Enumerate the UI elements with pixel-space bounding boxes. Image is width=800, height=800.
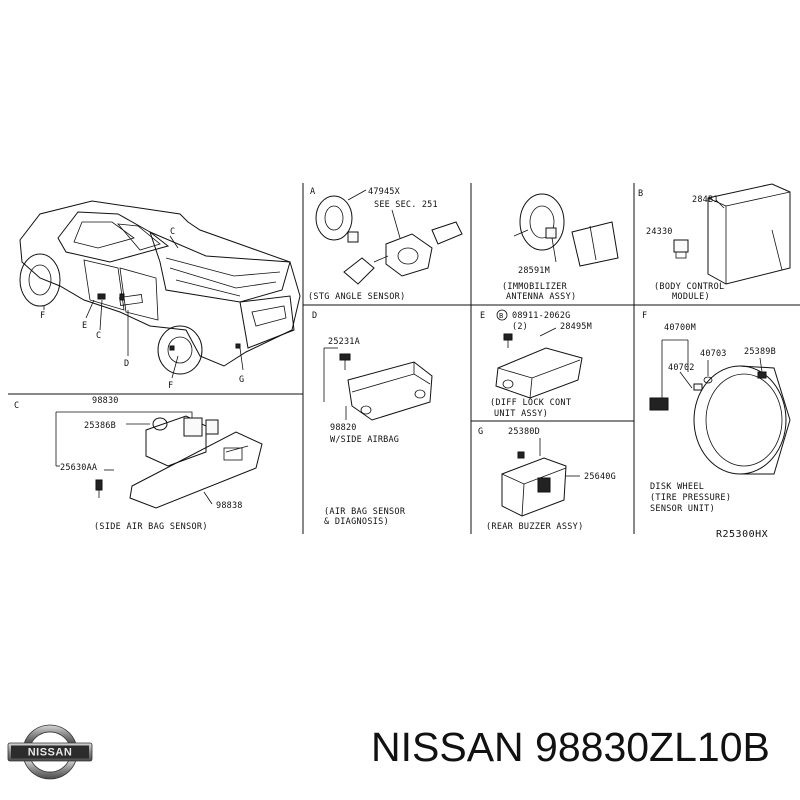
vehicle-overview: C F E C D F G — [19, 200, 301, 391]
panel-f-letter: F — [642, 311, 647, 321]
panel-e-quantity: (2) — [512, 322, 528, 332]
panel-f-leader-lines — [661, 339, 763, 404]
panel-g-caption: (REAR BUZZER ASSY) — [486, 522, 584, 532]
rear-buzzer-illustration — [501, 451, 567, 517]
panel-b-letter: B — [638, 189, 643, 199]
panel-e-caption-line2: UNIT ASSY) — [494, 409, 548, 419]
panel-g-leader-lines — [539, 438, 580, 477]
panel-a-caption: (STG ANGLE SENSOR) — [308, 292, 406, 302]
panel-c-part-number-1: 98830 — [92, 396, 119, 406]
panel-a-letter: A — [310, 187, 315, 197]
steering-angle-sensor-illustration — [315, 195, 463, 285]
panel-c-caption: (SIDE AIR BAG SENSOR) — [94, 522, 208, 532]
panel-c-part-number-4: 98838 — [216, 501, 243, 511]
panel-c-part-number-2: 25386B — [84, 421, 116, 431]
panel-d-air-bag-sensor: D 25231A 98820 W/SIDE AIRBAG (AIR BAG SE… — [312, 311, 433, 527]
panel-d-caption-line2: & DIAGNOSIS) — [324, 517, 389, 527]
panel-d-part-number-2: 98820 — [330, 423, 357, 433]
immobilizer-part-number: 28591M — [518, 266, 550, 276]
panel-e-bolt-symbol: B — [499, 312, 503, 320]
vehicle-callout-f2: F — [168, 381, 173, 391]
panel-f-part-number-3: 25389B — [744, 347, 776, 357]
panel-f-caption-line1: DISK WHEEL — [650, 482, 704, 492]
panel-f-part-number-1: 40700M — [664, 323, 696, 333]
panel-g-rear-buzzer: G 25380D 25640G (REAR BUZZER ASSY) — [478, 427, 616, 532]
panel-b-caption-line2: MODULE) — [672, 292, 710, 302]
nissan-logo-emblem — [7, 724, 93, 780]
nissan-logo: NISSAN — [7, 724, 93, 780]
panel-immobilizer-antenna: 28591M (IMMOBILIZER ANTENNA ASSY) — [502, 193, 619, 302]
panel-grid — [8, 183, 800, 534]
panel-d-letter: D — [312, 311, 317, 321]
panel-f-part-number-4: 40702 — [668, 363, 695, 373]
vehicle-callout-d: D — [124, 359, 129, 369]
tire-pressure-sensor-illustration — [649, 365, 791, 475]
panel-c-letter: C — [14, 401, 19, 411]
pickup-truck-illustration — [19, 200, 301, 375]
part-number-caption: NISSAN 98830ZL10B — [371, 724, 770, 770]
panel-b-part-number-1: 284B1 — [692, 195, 719, 205]
panel-e-part-number-1: 08911-2062G — [512, 311, 571, 321]
side-air-bag-sensor-illustration — [95, 415, 263, 509]
panel-g-part-number-2: 25640G — [584, 472, 616, 482]
panel-d-leader-lines — [323, 347, 347, 420]
vehicle-callout-c2: C — [96, 331, 101, 341]
panel-e-caption-line1: (DIFF LOCK CONT — [490, 398, 571, 408]
panel-d-caption-line1: (AIR BAG SENSOR — [324, 507, 406, 517]
vehicle-callout-c1: C — [170, 227, 175, 237]
panel-f-caption-line2: (TIRE PRESSURE) — [650, 493, 731, 503]
immobilizer-caption-line1: (IMMOBILIZER — [502, 282, 568, 292]
vehicle-callout-e: E — [82, 321, 87, 331]
panel-a-note: SEE SEC. 251 — [374, 200, 438, 210]
panel-e-diff-lock-control-unit: E B 08911-2062G (2) 28495M (DIFF LOCK CO… — [480, 309, 592, 419]
panel-a-part-number: 47945X — [368, 187, 401, 197]
panel-c-side-air-bag-sensor: C 98830 25386B 25630AA 98838 (SIDE AIR B… — [14, 396, 263, 532]
panel-f-tire-pressure-sensor: F 40700M 40703 25389B 40702 DISK WHEEL (… — [642, 311, 791, 514]
immobilizer-caption-line2: ANTENNA ASSY) — [506, 292, 576, 302]
air-bag-sensor-illustration — [339, 353, 433, 421]
diff-lock-control-unit-illustration — [495, 333, 583, 399]
nissan-logo-wordmark: NISSAN — [28, 747, 73, 759]
panel-b-part-number-2: 24330 — [646, 227, 673, 237]
vehicle-callout-f1: F — [40, 311, 45, 321]
vehicle-callout-g: G — [239, 375, 244, 385]
panel-c-leader-lines — [55, 411, 213, 505]
panel-f-part-number-2: 40703 — [700, 349, 727, 359]
immobilizer-antenna-illustration — [513, 193, 619, 267]
panel-d-note: W/SIDE AIRBAG — [330, 435, 399, 445]
panel-f-caption-line3: SENSOR UNIT) — [650, 504, 715, 514]
panel-g-letter: G — [478, 427, 483, 437]
panel-b-body-control-module: B 284B1 24330 (BODY CONTROL MODULE) — [638, 183, 791, 302]
panel-e-letter: E — [480, 311, 485, 321]
panel-c-part-number-3: 25630AA — [60, 463, 97, 473]
panel-b-caption-line1: (BODY CONTROL — [654, 282, 724, 292]
panel-d-part-number-1: 25231A — [328, 337, 360, 347]
panel-e-part-number-2: 28495M — [560, 322, 592, 332]
panel-a-steering-angle-sensor: A 47945X SEE SEC. 251 (STG ANGLE SENSOR) — [308, 187, 463, 302]
body-control-module-illustration — [673, 183, 791, 285]
panel-g-part-number-1: 25380D — [508, 427, 540, 437]
vehicle-leader-lines — [43, 235, 244, 379]
diagram-reference-code: R25300HX — [716, 529, 768, 540]
